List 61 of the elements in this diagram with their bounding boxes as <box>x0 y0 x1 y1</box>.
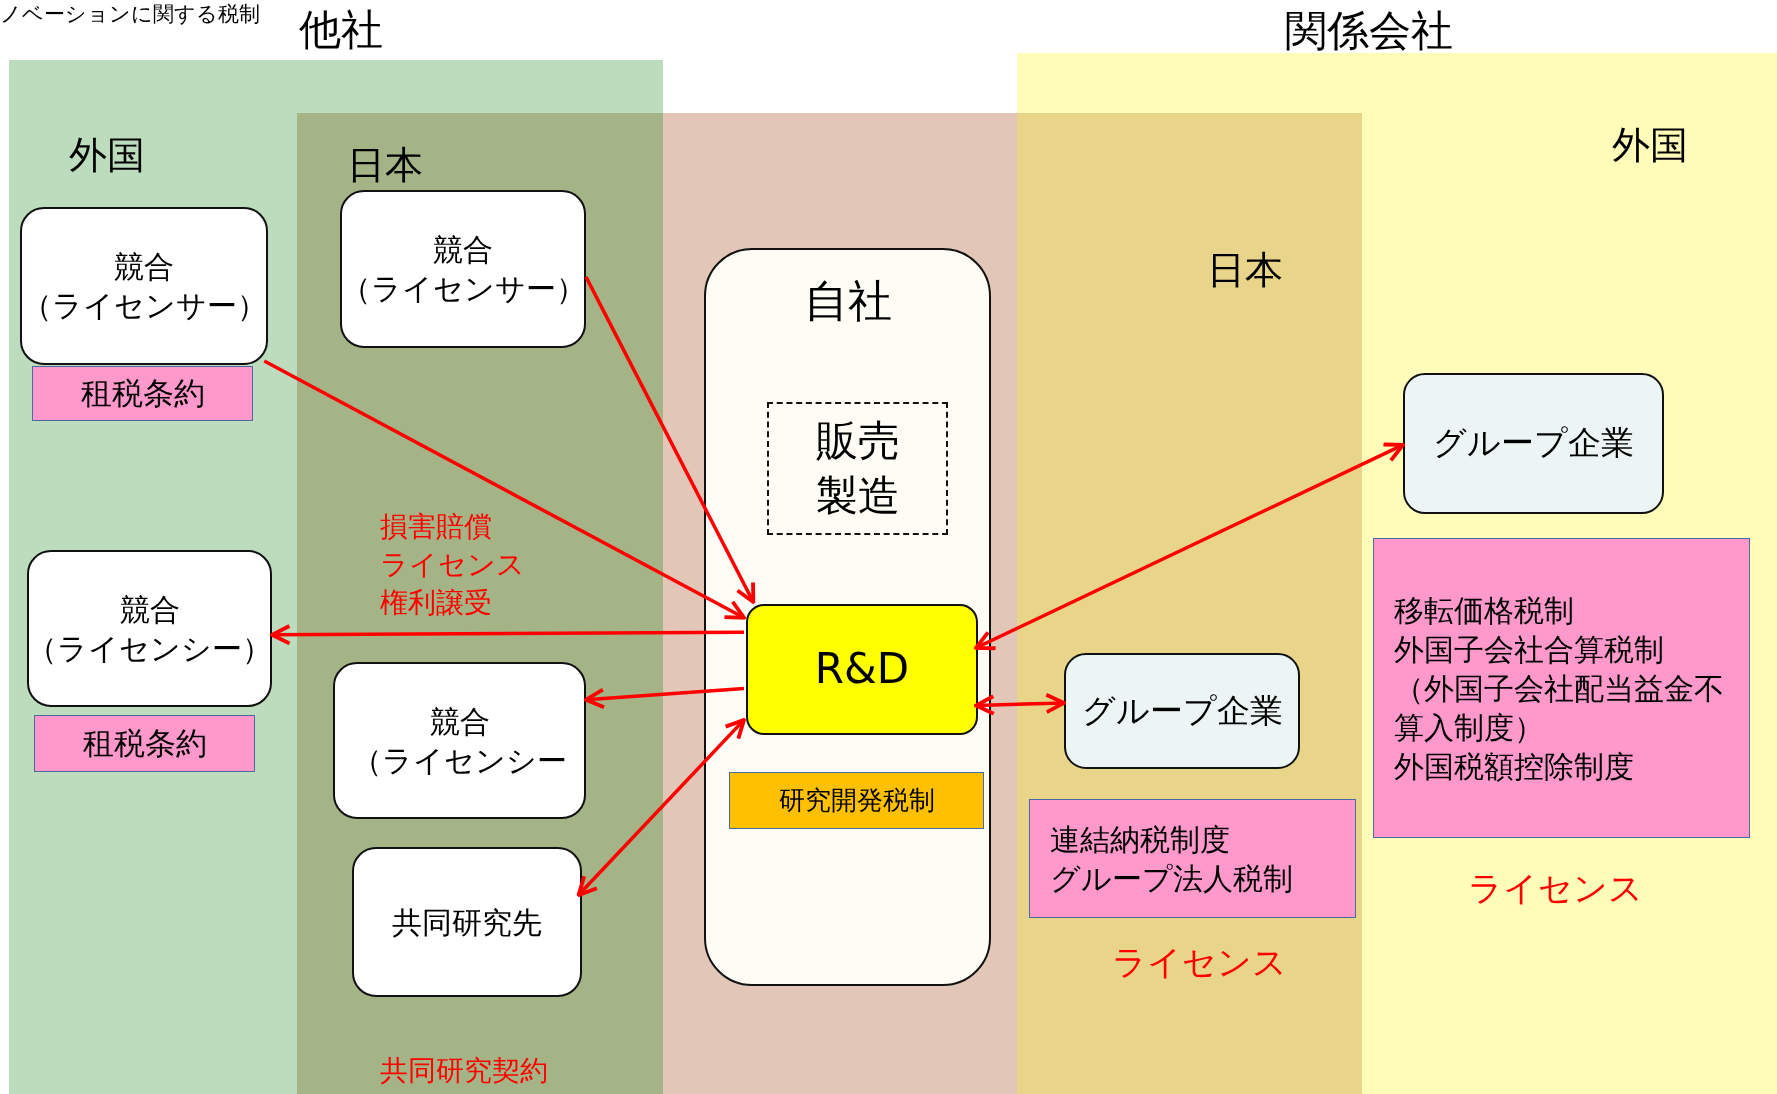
node-label: （ライセンシー <box>352 741 567 780</box>
node-label: 販売 <box>815 414 900 467</box>
arrow <box>584 686 745 710</box>
arrow <box>584 276 756 604</box>
band-title: 日本 <box>1207 247 1283 294</box>
band-title: 自社 <box>802 274 893 328</box>
relation-label: ライセンス <box>1468 867 1643 910</box>
company-box <box>20 207 268 365</box>
arrow <box>263 359 746 620</box>
node-label: 租税条約 <box>82 724 207 764</box>
company-box <box>27 550 272 707</box>
arrow <box>974 442 1405 651</box>
node-label: グループ企業 <box>1433 422 1634 465</box>
node-label: R&D <box>814 643 910 696</box>
relation-label: ライセンス <box>380 547 525 583</box>
tax-note-box <box>32 366 253 421</box>
band-title: 関係会社 <box>1285 5 1453 57</box>
node-label: 競合 <box>433 231 493 269</box>
node-label: 連結納税制度 <box>1050 820 1230 859</box>
company-box <box>352 847 582 997</box>
node-label: グループ企業 <box>1081 689 1283 732</box>
band-title: 日本 <box>347 142 423 189</box>
tax-note-box <box>1029 799 1356 918</box>
company-box <box>340 190 586 348</box>
node-label: 外国税額控除制度 <box>1394 747 1634 786</box>
rd-box <box>746 604 978 735</box>
arrow <box>974 692 1066 716</box>
region-band <box>1017 113 1362 1094</box>
band-title: 他社 <box>299 4 383 56</box>
node-label: 共同研究先 <box>392 903 542 942</box>
node-label: （ライセンサー） <box>340 270 586 308</box>
node-label: 研究開発税制 <box>778 783 935 817</box>
arrow <box>270 624 744 646</box>
region-label: 外国 <box>1612 122 1688 169</box>
company-panel <box>704 248 991 986</box>
header-text: ノベーションに関する税制 <box>0 1 260 28</box>
node-label: グループ法人税制 <box>1050 859 1293 898</box>
arrow <box>576 718 746 897</box>
node-label: 競合 <box>119 590 180 629</box>
node-label: 租税条約 <box>80 374 205 414</box>
company-box <box>333 662 586 819</box>
node-label: 外国子会社合算税制 <box>1394 630 1664 669</box>
node-label: 競合 <box>114 248 174 286</box>
node-label: 製造 <box>815 469 900 522</box>
region-label: 外国 <box>69 132 145 179</box>
node-label: （外国子会社配当益金不算入制度） <box>1394 669 1725 747</box>
relation-label: 損害賠償 <box>380 509 492 545</box>
relation-label: 権利譲受 <box>380 585 492 621</box>
tax-note-box <box>729 772 984 829</box>
node-label: 競合 <box>429 702 490 741</box>
company-box <box>1064 653 1300 769</box>
relation-label: 共同研究契約 <box>380 1053 548 1089</box>
node-label: （ライセンシー） <box>27 629 272 668</box>
node-label: 移転価格税制 <box>1394 591 1574 630</box>
region-band <box>297 113 663 1094</box>
relation-label: ライセンス <box>1112 941 1287 984</box>
tax-note-box <box>1373 538 1750 838</box>
company-box <box>1403 373 1664 514</box>
tax-note-box <box>34 715 255 772</box>
dashed-box <box>767 402 948 535</box>
node-label: （ライセンサー） <box>21 287 267 325</box>
